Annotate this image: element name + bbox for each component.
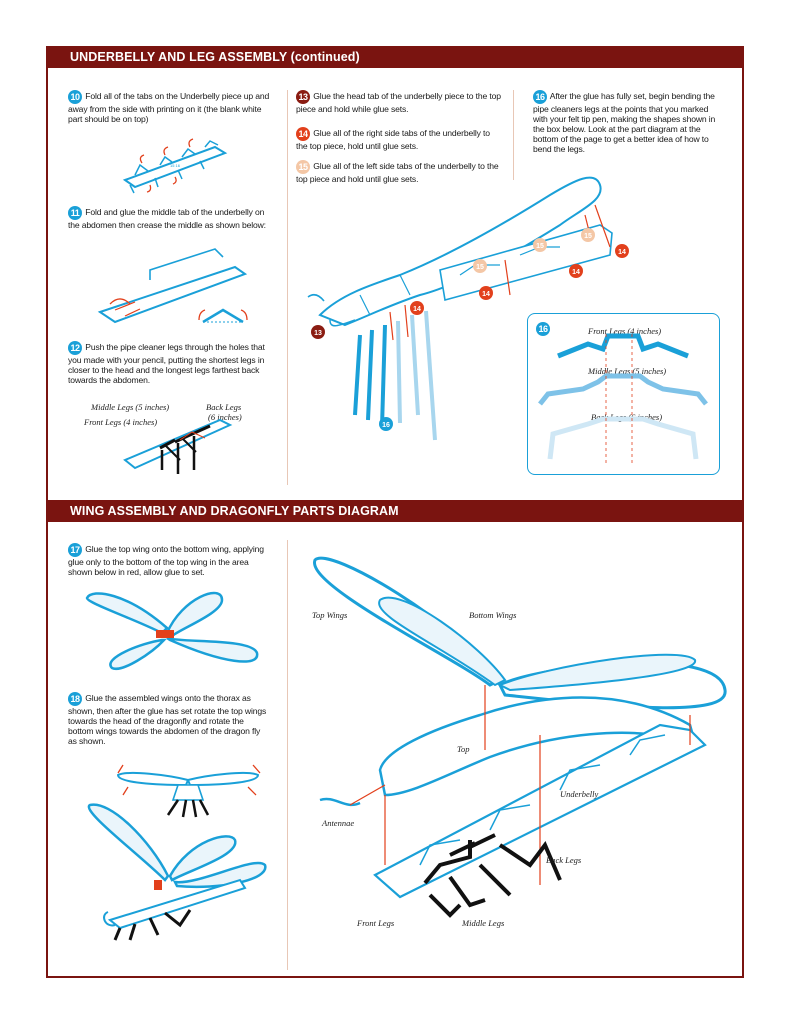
step-text: Glue all of the right side tabs of the u… [296,128,490,151]
step-text: Fold all of the tabs on the Underbelly p… [68,91,269,124]
dragonfly-parts-diagram [300,545,740,945]
step-16: 16 After the glue has fully set, begin b… [533,90,725,154]
step-10: 10 Fold all of the tabs on the Underbell… [68,90,273,124]
svg-text:14: 14 [618,249,626,256]
column-divider [287,90,288,485]
leg-bend-shapes [528,314,721,476]
step-17: 17 Glue the top wing onto the bottom win… [68,543,268,577]
svg-text:15: 15 [476,264,484,271]
underbelly-tabs-illustration: 15 16 [120,135,230,195]
wing-glue-illustration [82,588,262,673]
svg-text:14: 14 [572,269,580,276]
svg-text:15: 15 [584,233,592,240]
label-top: Top [457,744,469,754]
label-middle-legs-part: Middle Legs [462,918,504,928]
svg-text:13: 13 [314,330,322,337]
step-number: 14 [296,127,310,141]
step-text: Glue the head tab of the underbelly piec… [296,91,501,114]
step-number: 16 [533,90,547,104]
label-underbelly: Underbelly [560,789,598,799]
step-11: 11 Fold and glue the middle tab of the u… [68,206,273,230]
svg-text:15 16: 15 16 [170,163,181,168]
step-12: 12 Push the pipe cleaner legs through th… [68,341,273,385]
step-14: 14 Glue all of the right side tabs of th… [296,127,501,151]
step-text: Fold and glue the middle tab of the unde… [68,207,266,230]
step-number: 10 [68,90,82,104]
step-text: Glue the assembled wings onto the thorax… [68,693,266,746]
step-text: Push the pipe cleaner legs through the h… [68,342,265,385]
label-antennae: Antennae [322,818,354,828]
step-number: 11 [68,206,82,220]
step-number: 18 [68,692,82,706]
section-header-wing-assembly: WING ASSEMBLY AND DRAGONFLY PARTS DIAGRA… [46,500,744,522]
svg-text:16: 16 [382,422,390,429]
column-divider [287,540,288,970]
legs-inserted-illustration [120,410,240,480]
step-number: 13 [296,90,310,104]
step-text: After the glue has fully set, begin bend… [533,91,715,154]
wings-on-thorax-illustration [80,800,280,945]
step-text: Glue the top wing onto the bottom wing, … [68,544,264,577]
step-number: 12 [68,341,82,355]
label-back-legs-part: Back Legs [546,855,581,865]
step-number: 17 [68,543,82,557]
label-front-legs-part: Front Legs [357,918,394,928]
label-top-wings: Top Wings [312,610,347,620]
svg-text:15: 15 [536,243,544,250]
leg-shapes-box: 16 Front Legs (4 inches) Middle Legs (5 … [527,313,720,475]
step-18: 18 Glue the assembled wings onto the tho… [68,692,268,746]
step-13: 13 Glue the head tab of the underbelly p… [296,90,501,114]
label-bottom-wings: Bottom Wings [469,610,516,620]
svg-text:14: 14 [482,291,490,298]
section-header-leg-assembly: UNDERBELLY AND LEG ASSEMBLY (continued) [46,46,744,68]
svg-text:14: 14 [413,306,421,313]
abdomen-middle-tab-illustration [95,252,255,332]
